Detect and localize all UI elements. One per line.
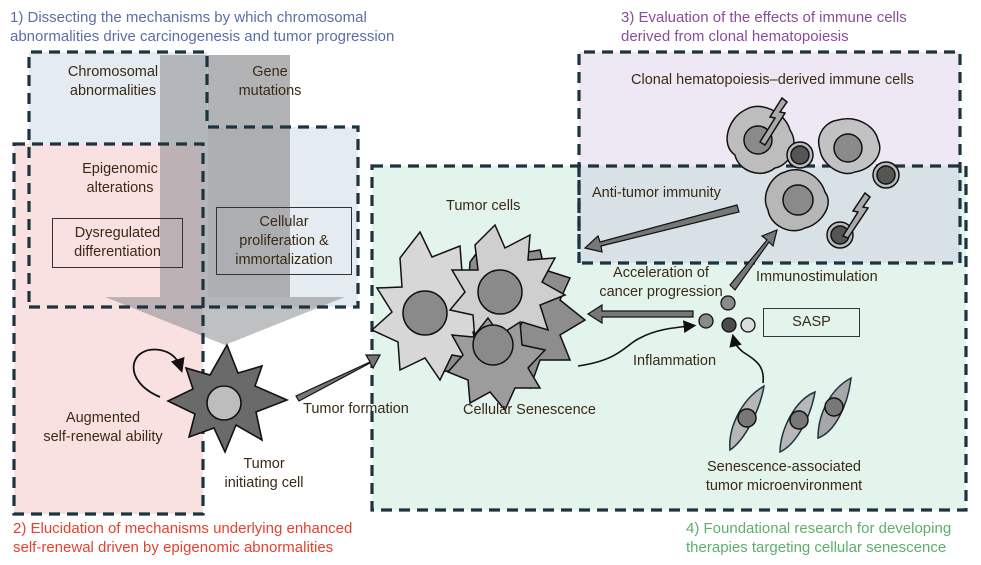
immune-cells-icon (726, 96, 900, 249)
label-line: Senescence-associated (707, 459, 861, 475)
label-clonal-immune-cells: Clonal hematopoiesis–derived immune cell… (631, 72, 914, 88)
label-line: mutations (238, 83, 302, 99)
section4-title-line1: 4) Foundational research for developing (686, 520, 952, 537)
label-cellular-senescence: Cellular Senescence (463, 402, 596, 418)
label-line: tumor microenvironment (705, 478, 863, 494)
self-renewal-loop-arrow (132, 348, 185, 398)
section4-title: 4) Foundational research for developing … (686, 519, 951, 557)
label-epigenomic-alterations: Epigenomic alterations (68, 160, 172, 198)
box-cellular-proliferation: Cellular proliferation & immortalization (216, 207, 352, 275)
section1-title-line1: 1) Dissecting the mechanisms by which ch… (10, 9, 367, 26)
label-line: differentiation (74, 244, 161, 260)
label-line: immortalization (235, 251, 333, 268)
label-gene-mutations: Gene mutations (230, 63, 310, 101)
label-line: proliferation & (239, 232, 329, 249)
label-tumor-formation: Tumor formation (303, 401, 409, 417)
label-line: SASP (792, 314, 831, 330)
microenvironment-arrow (729, 333, 765, 384)
label-chromosomal-abnormalities: Chromosomal abnormalities (58, 63, 168, 101)
label-line: cancer progression (599, 284, 723, 300)
label-line: Epigenomic (82, 161, 158, 177)
border-section4 (370, 164, 968, 512)
border-section2 (12, 142, 205, 516)
label-line: abnormalities (69, 83, 157, 99)
label-anti-tumor-immunity: Anti-tumor immunity (592, 185, 721, 201)
label-line: alterations (86, 180, 154, 196)
label-line: Gene (252, 64, 288, 80)
label-tumor-cells: Tumor cells (446, 198, 521, 214)
label-acceleration: Acceleration of cancer progression (599, 264, 723, 302)
label-line: initiating cell (224, 475, 304, 491)
box-dysregulated-differentiation: Dysregulated differentiation (52, 218, 183, 268)
label-line: Tumor (243, 456, 285, 472)
section1-title: 1) Dissecting the mechanisms by which ch… (10, 8, 394, 46)
section2-title-line2: self-renewal driven by epigenomic abnorm… (13, 539, 334, 556)
senescent-fibroblasts-icon (729, 376, 852, 454)
anti-tumor-immunity-arrow (583, 204, 740, 253)
label-line: Acceleration of (613, 265, 709, 281)
section2-title: 2) Elucidation of mechanisms underlying … (13, 519, 352, 557)
label-immunostimulation: Immunostimulation (756, 269, 878, 285)
label-line: self-renewal ability (43, 429, 163, 445)
section3-title-line1: 3) Evaluation of the effects of immune c… (621, 9, 907, 26)
section2-title-line1: 2) Elucidation of mechanisms underlying … (13, 520, 353, 537)
section3-title-line2: derived from clonal hematopoiesis (621, 28, 849, 45)
label-line: Dysregulated (74, 225, 161, 241)
section1-title-line2: abnormalities drive carcinogenesis and t… (10, 28, 395, 45)
tumor-initiating-cell-icon (166, 343, 290, 455)
label-line: Augmented (65, 410, 141, 426)
label-tumor-initiating-cell: Tumor initiating cell (214, 455, 314, 493)
immunostimulation-arrow (729, 229, 778, 291)
label-augmented-self-renewal: Augmented self-renewal ability (28, 409, 178, 447)
tumor-cells-cluster-icon (370, 223, 587, 412)
label-senescence-associated-microenvironment: Senescence-associated tumor microenviron… (691, 458, 877, 496)
arrow-gene-shaft (208, 55, 290, 297)
acceleration-arrow (586, 303, 694, 325)
inflammation-arrow (577, 320, 697, 367)
label-inflammation: Inflammation (633, 353, 717, 369)
section4-title-line2: therapies targeting cellular senescence (686, 539, 947, 556)
tumor-formation-arrow (295, 354, 382, 402)
label-line: Chromosomal (67, 64, 159, 80)
section3-title: 3) Evaluation of the effects of immune c… (621, 8, 907, 46)
sasp-molecules-icon (698, 295, 756, 333)
label-line: Cellular (259, 213, 309, 230)
box-sasp: SASP (763, 308, 860, 337)
border-section1 (27, 50, 360, 309)
